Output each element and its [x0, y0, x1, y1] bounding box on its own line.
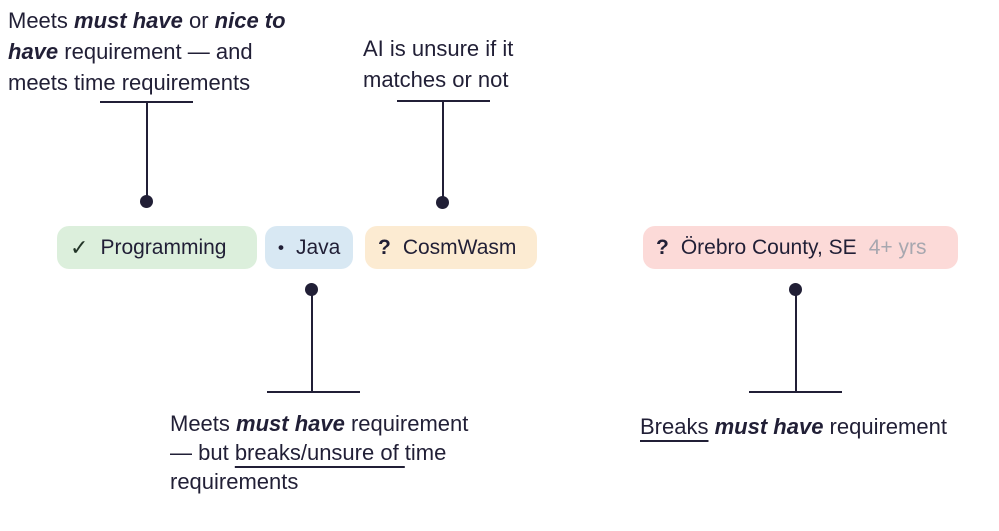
check-icon: ✓ — [70, 234, 89, 260]
annotation-breaks-time: Meets must have requirement — but breaks… — [170, 411, 469, 494]
connector-horizontal-line — [749, 391, 842, 393]
tag-label: Örebro County, SE — [680, 235, 857, 259]
tag-cosmwasm[interactable]: ? CosmWasm — [365, 226, 537, 269]
connector-horizontal-line — [397, 100, 490, 102]
annotation-ai-unsure: AI is unsure if it matches or not — [363, 36, 514, 92]
connector-dot — [140, 195, 153, 208]
connector-vertical-line — [442, 100, 444, 197]
tag-label: CosmWasm — [402, 235, 517, 259]
tag-programming[interactable]: ✓ Programming — [57, 226, 257, 269]
connector-vertical-line — [146, 101, 148, 196]
tag-location[interactable]: ? Örebro County, SE 4+ yrs — [643, 226, 958, 269]
connector-dot — [789, 283, 802, 296]
connector-vertical-line — [795, 295, 797, 392]
tag-java[interactable]: • Java — [265, 226, 353, 269]
tag-label: Java — [295, 235, 341, 259]
annotation-meets-must-have: Meets must have or nice to have requirem… — [8, 8, 286, 95]
connector-dot — [305, 283, 318, 296]
connector-horizontal-line — [267, 391, 360, 393]
dot-icon: • — [278, 237, 284, 257]
tag-duration: 4+ yrs — [868, 235, 927, 259]
connector-vertical-line — [311, 295, 313, 392]
annotation-breaks-must-have: Breaks must have requirement — [640, 414, 947, 439]
tag-label: Programming — [100, 235, 227, 259]
question-icon: ? — [378, 235, 391, 259]
connector-dot — [436, 196, 449, 209]
question-icon: ? — [656, 235, 669, 259]
